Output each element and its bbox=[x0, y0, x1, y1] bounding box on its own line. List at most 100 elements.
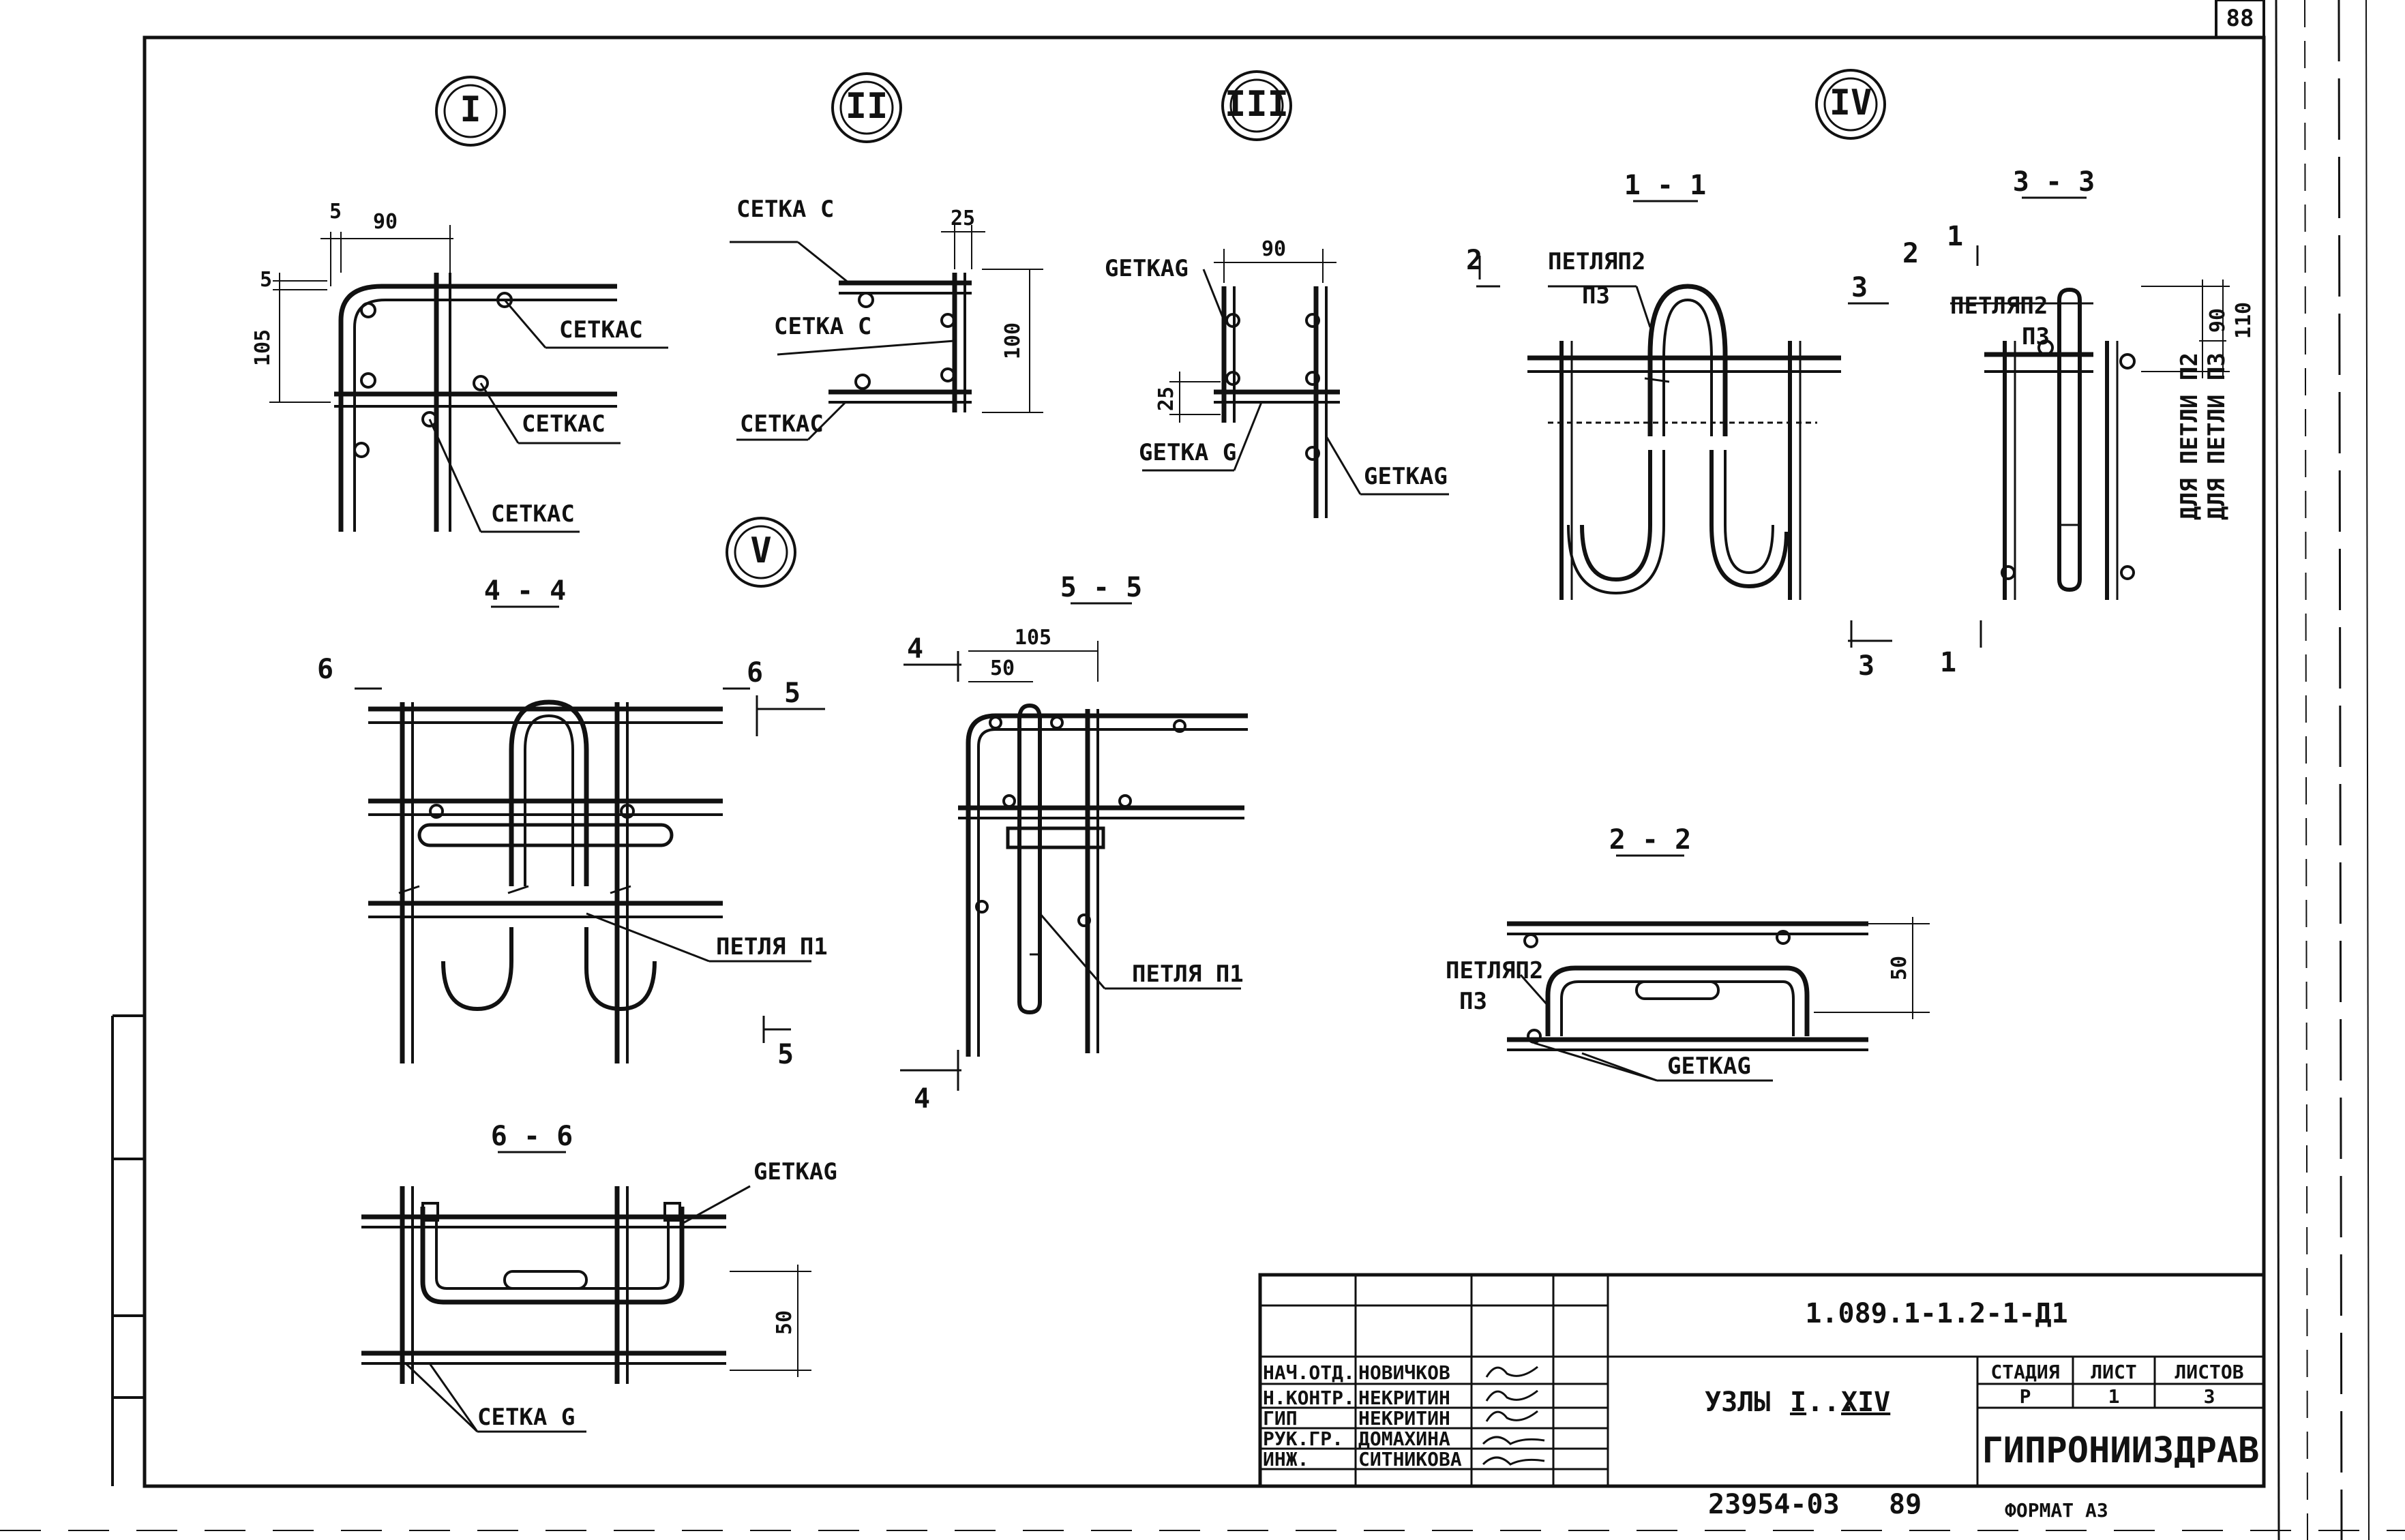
role-label: НАЧ.ОТД. bbox=[1263, 1361, 1355, 1384]
format-label: ФОРМАТ А3 bbox=[2005, 1499, 2108, 1522]
section-title-2-2: 2 - 2 bbox=[1609, 824, 1691, 856]
label-loop: ПЕТЛЯП2 bbox=[1446, 957, 1543, 984]
inventory-number: 23954-03 bbox=[1708, 1489, 1840, 1520]
person-name: НЕКРИТИН bbox=[1358, 1407, 1450, 1430]
section-mark: 2 bbox=[1902, 238, 1919, 269]
label-loop: П3 bbox=[1582, 282, 1610, 309]
title-block bbox=[1258, 1273, 2266, 1488]
dim-label: 105 bbox=[1015, 626, 1051, 650]
node-circle-III bbox=[1221, 70, 1292, 141]
section-3-3-drawing bbox=[1848, 245, 2230, 648]
label-mesh: GETKAG bbox=[1105, 255, 1189, 282]
person-name: СИТНИКОВА bbox=[1358, 1448, 1462, 1470]
dim-label: 50 bbox=[990, 656, 1015, 680]
role-label: РУК.ГР. bbox=[1263, 1428, 1343, 1450]
drawing-title-roman1: I bbox=[1790, 1387, 1806, 1418]
section-title-5-5: 5 - 5 bbox=[1060, 572, 1142, 603]
label-mesh: СЕТКАС bbox=[491, 500, 575, 528]
section-6-6-drawing bbox=[361, 1151, 811, 1433]
section-mark: 6 bbox=[317, 654, 333, 685]
sheet-number-box bbox=[2215, 0, 2265, 39]
dim-label: 50 bbox=[773, 1310, 796, 1335]
dim-label: 105 bbox=[251, 329, 275, 366]
detail-II-drawing bbox=[730, 225, 1043, 441]
section-mark: 1 bbox=[1940, 647, 1956, 678]
section-title-3-3: 3 - 3 bbox=[2013, 166, 2095, 198]
dim-label: 50 bbox=[1887, 956, 1911, 980]
dim-label: 25 bbox=[1154, 387, 1178, 411]
dim-label: 100 bbox=[1001, 322, 1025, 359]
section-mark: 2 bbox=[1466, 245, 1482, 276]
section-5-5-drawing bbox=[900, 602, 1248, 1091]
node-label-IV: IV bbox=[1829, 82, 1872, 123]
dim-label: 90 bbox=[1261, 237, 1286, 261]
section-4-4-drawing bbox=[355, 605, 825, 1063]
drawing-title-dots: ... bbox=[1807, 1387, 1856, 1418]
label-for-loop-p2: ДЛЯ ПЕТЛИ П2 bbox=[2176, 352, 2203, 520]
header-stage: СТАДИЯ bbox=[1990, 1361, 2059, 1383]
label-mesh: GETKAG bbox=[1667, 1053, 1751, 1080]
section-mark: 1 bbox=[1947, 221, 1963, 252]
section-2-2-drawing bbox=[1507, 854, 1930, 1082]
person-name: НЕКРИТИН bbox=[1358, 1387, 1450, 1409]
node-label-V: V bbox=[750, 530, 771, 571]
label-mesh: GETKAG bbox=[1364, 463, 1448, 490]
node-circle-II bbox=[831, 72, 902, 143]
section-mark: 5 bbox=[777, 1039, 794, 1070]
node-circle-V bbox=[726, 517, 796, 588]
section-mark: 6 bbox=[747, 657, 763, 689]
value-sheets: 3 bbox=[2204, 1385, 2215, 1408]
drawing-title-prefix: УЗЛЫ bbox=[1705, 1387, 1770, 1418]
section-mark: 3 bbox=[1858, 650, 1874, 682]
sheet-number: 88 bbox=[2226, 5, 2254, 32]
dim-label: 5 bbox=[260, 268, 272, 292]
section-title-4-4: 4 - 4 bbox=[484, 575, 566, 607]
label-for-loop-p3: ДЛЯ ПЕТЛИ П3 bbox=[2203, 352, 2230, 520]
label-mesh: СЕТКА С bbox=[774, 313, 871, 340]
value-sheet: 1 bbox=[2108, 1385, 2120, 1408]
label-loop: ПЕТЛЯП2 bbox=[1548, 248, 1645, 275]
node-circle-IV bbox=[1815, 69, 1886, 140]
person-name: НОВИЧКОВ bbox=[1358, 1361, 1450, 1384]
section-mark: 5 bbox=[784, 678, 801, 709]
label-mesh: СЕТКАС bbox=[522, 410, 606, 438]
dim-label: 5 bbox=[329, 200, 342, 224]
header-sheet: ЛИСТ bbox=[2091, 1361, 2136, 1383]
section-mark: 4 bbox=[907, 633, 923, 665]
label-mesh: GETKAG bbox=[753, 1158, 837, 1186]
detail-I-drawing bbox=[269, 225, 668, 533]
dim-label: 25 bbox=[951, 207, 975, 230]
drawing-frame bbox=[143, 35, 2266, 1488]
role-label: ГИП bbox=[1263, 1407, 1298, 1430]
section-title-6-6: 6 - 6 bbox=[491, 1121, 573, 1152]
drawing-title-roman2: XIV bbox=[1841, 1387, 1890, 1418]
drawing-code: 1.089.1-1.2-1-Д1 bbox=[1805, 1298, 2067, 1329]
footer-number: 89 bbox=[1889, 1489, 1922, 1520]
signatures bbox=[1482, 1365, 1545, 1466]
label-loop: ПЕТЛЯ П1 bbox=[1132, 961, 1244, 988]
value-stage: Р bbox=[2020, 1385, 2031, 1408]
role-label: Н.КОНТР. bbox=[1263, 1387, 1355, 1409]
node-label-I: I bbox=[460, 89, 481, 130]
role-label: ИНЖ. bbox=[1263, 1448, 1309, 1470]
dim-label: 90 bbox=[373, 210, 398, 234]
dim-label: 110 bbox=[2232, 302, 2256, 339]
label-mesh: GETKA G bbox=[1139, 439, 1236, 466]
label-loop: ПЕТЛЯ П1 bbox=[716, 933, 828, 961]
right-border-line bbox=[2275, 0, 2280, 1540]
section-1-1-drawing bbox=[1476, 256, 1841, 600]
detail-III-drawing bbox=[1142, 249, 1449, 518]
section-mark: 3 bbox=[1851, 272, 1868, 303]
label-mesh: СЕТКА G bbox=[477, 1404, 575, 1431]
node-label-III: III bbox=[1225, 84, 1289, 125]
section-mark: 4 bbox=[914, 1083, 930, 1115]
label-mesh: СЕТКА С bbox=[736, 196, 834, 223]
header-sheets: ЛИСТОВ bbox=[2175, 1361, 2243, 1383]
person-name: ДОМАХИНА bbox=[1358, 1428, 1450, 1450]
dim-label: 90 bbox=[2206, 308, 2230, 333]
label-mesh: СЕТКАС bbox=[740, 410, 824, 438]
label-loop: П3 bbox=[1459, 988, 1487, 1015]
label-mesh: СЕТКАС bbox=[559, 316, 643, 344]
label-loop: П3 bbox=[2022, 323, 2050, 350]
